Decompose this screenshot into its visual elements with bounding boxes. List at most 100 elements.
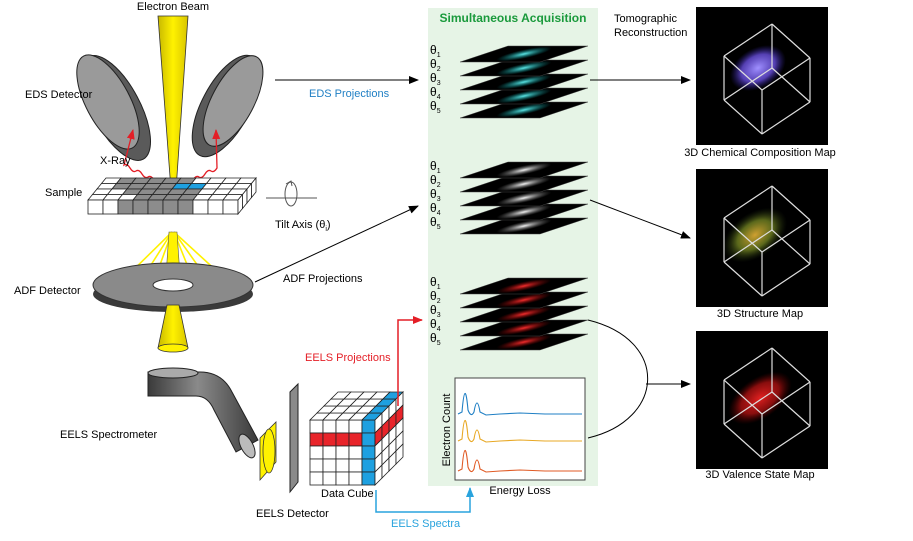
eels-projections-label: EELS Projections	[305, 352, 391, 364]
projection-blob	[496, 218, 552, 234]
data-cube	[309, 391, 404, 486]
theta-label: θ3	[430, 71, 441, 87]
eds-detector-right	[191, 54, 264, 158]
wireframe-edge	[723, 217, 763, 253]
cube-front-cell	[348, 458, 363, 473]
tilt-axis-label: Tilt Axis (θi)	[275, 219, 331, 233]
projection-blob	[496, 292, 552, 308]
cube-front-cell	[361, 458, 376, 473]
wireframe-edge	[771, 23, 811, 59]
sample-front-cell	[102, 199, 119, 215]
wireframe-edge	[723, 55, 763, 91]
cube-front-cell	[309, 432, 324, 447]
wireframe-edge	[723, 23, 773, 57]
wireframe-edge	[771, 347, 811, 383]
theta-label: θ2	[430, 173, 441, 189]
wireframe-edge	[723, 391, 773, 425]
cube-front-cell	[322, 445, 337, 460]
spectrum-line	[457, 392, 582, 416]
tilt-axis-arrowhead	[285, 180, 293, 187]
eels-spectra-label: EELS Spectra	[391, 518, 461, 530]
eels-spectrometer-label: EELS Spectrometer	[60, 429, 158, 441]
map-chemical-label: 3D Chemical Composition Map	[684, 147, 836, 159]
lower-beam	[157, 304, 189, 353]
sample-front-cell	[87, 199, 104, 215]
xray-label: X-Ray	[100, 155, 131, 167]
cube-front-cell	[309, 445, 324, 460]
cube-front-cell	[361, 445, 376, 460]
projection-blob	[496, 278, 552, 294]
theta-label: θ2	[430, 57, 441, 73]
cube-front-cell	[335, 419, 350, 434]
wireframe-edge	[771, 391, 811, 427]
map-structure	[696, 169, 828, 307]
eels-spectrometer	[147, 367, 259, 459]
wireframe-edge	[761, 425, 811, 459]
eels-detector	[259, 382, 299, 494]
cube-front-cell	[335, 458, 350, 473]
theta-label: θ5	[430, 331, 441, 347]
wireframe-edge	[723, 99, 763, 135]
eds-detector-left	[76, 54, 152, 161]
cube-front-cell	[309, 471, 324, 486]
adf-projections-label: ADF Projections	[283, 273, 363, 285]
theta-label: θ5	[430, 215, 441, 231]
theta-label: θ1	[430, 275, 441, 291]
cube-front-cell	[348, 419, 363, 434]
theta-label: θ3	[430, 187, 441, 203]
wireframe-edge	[771, 185, 811, 221]
spectrum-line	[457, 449, 582, 473]
eds-projections-label: EDS Projections	[309, 88, 390, 100]
theta-label: θ3	[430, 303, 441, 319]
cube-front-cell	[322, 419, 337, 434]
projection-blob	[496, 60, 552, 76]
projection-blob	[496, 320, 552, 336]
projection-blob	[496, 204, 552, 220]
wireframe-edge	[723, 423, 763, 459]
wireframe-edge	[723, 379, 763, 415]
eels-detector-label: EELS Detector	[256, 508, 329, 520]
projection-blob	[496, 88, 552, 104]
projection-blob	[496, 190, 552, 206]
theta-label: θ1	[430, 159, 441, 175]
projection-blob	[496, 162, 552, 178]
tilt-axis-rotation	[284, 181, 298, 207]
projection-blob	[496, 306, 552, 322]
wireframe-edge	[761, 57, 811, 91]
cube-front-cell	[322, 432, 337, 447]
cube-front-cell	[348, 471, 363, 486]
tomographic-label-1: Tomographic	[614, 13, 677, 25]
volume-render	[722, 207, 788, 263]
projection-blob	[496, 74, 552, 90]
cube-front-cell	[348, 445, 363, 460]
sample-front-cell	[192, 199, 209, 215]
wireframe-edge	[723, 67, 773, 101]
sample-front-cell	[162, 199, 179, 215]
theta-label: θ4	[430, 85, 441, 101]
cube-side-cell	[395, 443, 404, 465]
wireframe-edge	[723, 261, 763, 297]
sample-side-cell	[251, 176, 257, 199]
wireframe-edge	[761, 219, 811, 253]
electron-beam-label: Electron Beam	[137, 1, 209, 13]
projection-blob	[496, 102, 552, 118]
map-valence-label: 3D Valence State Map	[705, 469, 814, 481]
eels-merge-curve	[587, 319, 649, 439]
electron-beam	[157, 15, 189, 191]
wireframe-edge	[771, 67, 811, 103]
cube-front-cell	[361, 471, 376, 486]
theta-label: θ2	[430, 289, 441, 305]
theta-label: θ4	[430, 201, 441, 217]
sample-grid	[87, 176, 257, 216]
adf-detector	[92, 262, 254, 312]
sample-front-cell	[222, 199, 239, 215]
sample-front-cell	[207, 199, 224, 215]
cube-front-cell	[348, 432, 363, 447]
map-chemical	[696, 7, 828, 145]
acquisition-title: Simultaneous Acquisition	[440, 11, 587, 25]
cube-front-cell	[309, 419, 324, 434]
